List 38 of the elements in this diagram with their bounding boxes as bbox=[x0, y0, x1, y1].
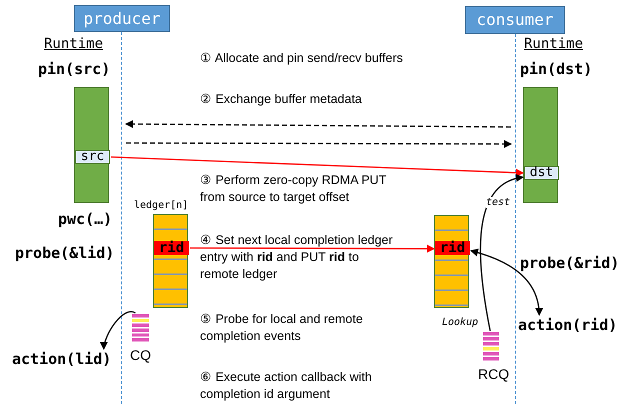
call-text: pin(dst) bbox=[520, 60, 592, 78]
arrow bbox=[470, 248, 543, 316]
queue-label: CQ bbox=[130, 347, 151, 363]
call-text: pwc(…) bbox=[58, 210, 112, 228]
lifeline bbox=[121, 32, 123, 404]
step-text: ④ Set next local completion ledger entry with rid and PUT rid to remote ledger bbox=[200, 232, 394, 283]
step-text: ③ Perform zero-copy RDMA PUT from source to target offset bbox=[200, 172, 388, 206]
arrow bbox=[126, 140, 512, 148]
arrow bbox=[100, 311, 136, 350]
ledger-entry: rid bbox=[435, 241, 470, 255]
step-note: Lookup bbox=[442, 317, 478, 328]
arrow bbox=[125, 120, 511, 128]
array-label: ledger[n] bbox=[134, 200, 188, 211]
arrow bbox=[110, 156, 524, 177]
arrow bbox=[480, 175, 524, 332]
memory-buffer bbox=[523, 87, 558, 203]
participant-header: producer bbox=[74, 5, 170, 32]
column-heading: Runtime bbox=[44, 36, 104, 52]
call-text: probe(&rid) bbox=[520, 254, 620, 272]
ledger-array bbox=[434, 215, 469, 308]
participant-header: consumer bbox=[465, 6, 565, 34]
lifeline bbox=[515, 34, 517, 404]
buffer-slot: dst bbox=[524, 166, 559, 180]
arrow bbox=[190, 244, 435, 253]
queue-label: RCQ bbox=[478, 366, 510, 382]
step-text: ① Allocate and pin send/recv buffers bbox=[200, 50, 404, 67]
step-text: ② Exchange buffer metadata bbox=[200, 91, 363, 108]
column-heading: Runtime bbox=[524, 36, 584, 52]
call-text: pin(src) bbox=[38, 60, 110, 78]
callback-call: action(lid) bbox=[12, 350, 120, 370]
step-text: ⑥ Execute action callback with completion id argument bbox=[200, 369, 373, 403]
step-text: ⑤ Probe for local and remote completion events bbox=[200, 311, 364, 345]
buffer-slot: src bbox=[75, 150, 110, 164]
callback-call: action(rid) bbox=[518, 316, 624, 336]
memory-buffer bbox=[74, 87, 109, 203]
ledger-entry: rid bbox=[154, 241, 189, 255]
edge-label: test bbox=[486, 197, 510, 208]
call-text: probe(&lid) bbox=[15, 244, 114, 262]
